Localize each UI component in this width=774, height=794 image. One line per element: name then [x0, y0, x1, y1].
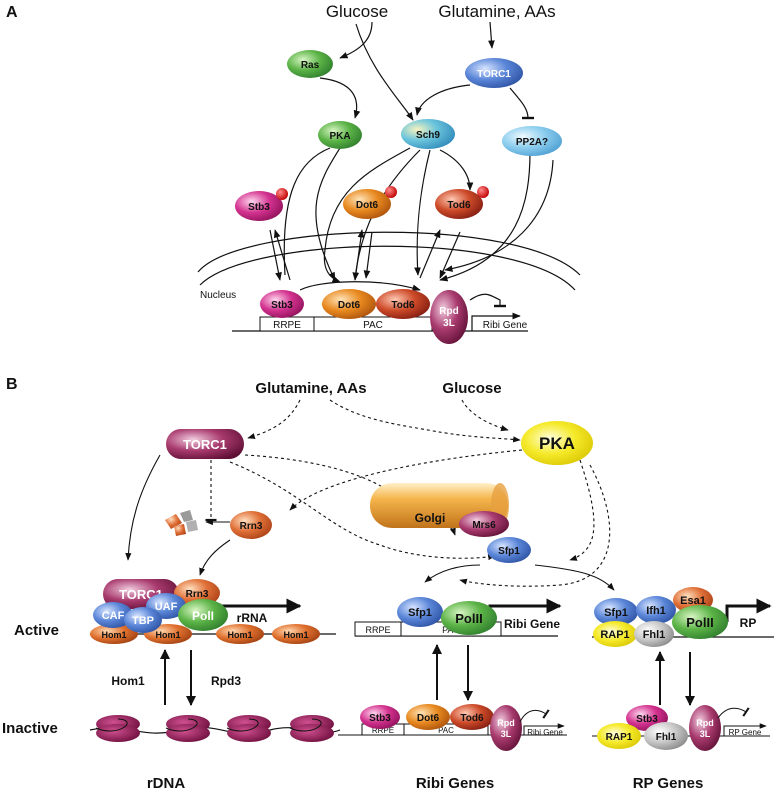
node-stb3-a: Stb3 [235, 188, 288, 221]
rp-title: RP Genes [633, 775, 704, 792]
node-rrn3-b: Rrn3 [230, 511, 272, 539]
state-active: Active [14, 622, 59, 639]
ribi-polii: PolII [455, 611, 482, 626]
node-ras-label: Ras [301, 60, 320, 71]
node-pka-a-label: PKA [329, 131, 350, 142]
node-sch9-label: Sch9 [416, 130, 440, 141]
node-pka-a: PKA [318, 121, 362, 149]
input-glucose-b: Glucose [442, 380, 501, 397]
ribi-inactive: RRPE PAC Stb3 Dot6 Tod6 Rpd 3L Ribi Gene [338, 704, 567, 751]
ribi-title: Ribi Genes [416, 775, 494, 792]
rp-rap1: RAP1 [600, 629, 629, 641]
rdna-caf: CAF [102, 610, 125, 622]
rp-gene: RP [740, 616, 757, 630]
rp-rap1-small: RAP1 [606, 732, 633, 743]
input-glutamine-b: Glutamine, AAs [255, 380, 366, 397]
ribi-pac-small: PAC [438, 726, 454, 735]
rdna-poli: PolI [192, 609, 214, 623]
state-inactive: Inactive [2, 720, 58, 737]
degraded-rrn3-icon [165, 510, 198, 536]
node-torc1-b-label: TORC1 [183, 437, 227, 452]
hom1-3: Hom1 [227, 630, 252, 640]
promoter-rpd-a-2: 3L [443, 318, 455, 329]
node-pp2a: PP2A? [502, 126, 562, 156]
rp-active: Sfp1 Ifh1 Esa1 RAP1 Fhl1 PolII RP [592, 587, 774, 647]
ribi-active: RRPE PAC Sfp1 PolII Ribi Gene [354, 597, 562, 637]
rdna-uaf: UAF [155, 601, 178, 613]
node-rrn3-b-label: Rrn3 [240, 521, 263, 532]
promoter-rpd-a-1: Rpd [439, 306, 458, 317]
nucleus-label: Nucleus [200, 290, 236, 301]
promoter-stb3-a: Stb3 [271, 300, 293, 311]
promoter-tod6-a: Tod6 [391, 300, 415, 311]
rp-polii: PolII [686, 615, 713, 630]
node-torc1-b: TORC1 [166, 429, 244, 459]
ribi-stb3: Stb3 [369, 713, 391, 724]
node-mrs6-label: Mrs6 [472, 520, 496, 531]
pac-label-a: PAC [363, 320, 383, 331]
rdna-hom1-arrow-label: Hom1 [111, 674, 145, 688]
rp-sfp1: Sfp1 [604, 607, 628, 619]
ribi-gene: Ribi Gene [504, 617, 560, 631]
node-pka-b: PKA [521, 421, 593, 465]
node-sch9: Sch9 [401, 119, 455, 149]
node-sfp1-b: Sfp1 [487, 537, 531, 563]
panel-b-label: B [6, 376, 18, 393]
rdna-active: Hom1 Hom1 Hom1 Hom1 TORC1 Rrn3 CAF UAF T… [90, 579, 336, 644]
nuclear-membrane [197, 231, 581, 291]
rdna-inactive-chromatin [89, 715, 341, 742]
panel-a-label: A [6, 4, 18, 21]
node-pka-b-label: PKA [539, 434, 575, 453]
rdna-title: rDNA [147, 775, 186, 792]
phospho-dot6-icon [385, 186, 397, 198]
node-tod6-a-label: Tod6 [447, 200, 471, 211]
rp-stb3: Stb3 [636, 714, 658, 725]
phospho-stb3-icon [276, 188, 288, 200]
input-glucose-a: Glucose [326, 2, 388, 21]
hom1-2: Hom1 [155, 630, 180, 640]
rdna-rrn3: Rrn3 [186, 589, 209, 600]
ribi-gene-small: Ribi Gene [527, 728, 563, 737]
rp-gene-small: RP Gene [729, 728, 762, 737]
ribi-dot6: Dot6 [417, 713, 440, 724]
rp-fhl1: Fhl1 [643, 629, 666, 641]
rp-fhl1-small: Fhl1 [656, 732, 677, 743]
gene-label-a: Ribi Gene [483, 320, 528, 331]
ribi-tod6: Tod6 [460, 713, 484, 724]
rp-rpd-2: 3L [700, 729, 711, 739]
node-mrs6: Mrs6 [459, 511, 509, 537]
rrpe-label-a: RRPE [273, 320, 301, 331]
rp-esa1: Esa1 [680, 595, 706, 607]
input-glutamine-a: Glutamine, AAs [438, 2, 555, 21]
ribi-rrpe-small: RRPE [372, 726, 394, 735]
node-golgi-label: Golgi [415, 511, 446, 525]
rp-ifh1: Ifh1 [646, 605, 666, 617]
panel-a-arrows [269, 21, 554, 308]
rp-rpd-1: Rpd [696, 718, 714, 728]
rp-inactive: Stb3 RAP1 Fhl1 Rpd 3L RP Gene [592, 705, 770, 751]
ribi-rpd-1: Rpd [497, 718, 515, 728]
hom1-1: Hom1 [101, 630, 126, 640]
node-dot6-a: Dot6 [343, 186, 397, 219]
node-stb3-a-label: Stb3 [248, 202, 270, 213]
node-tod6-a: Tod6 [435, 186, 489, 219]
node-ras: Ras [287, 50, 333, 78]
phospho-tod6-icon [477, 186, 489, 198]
node-pp2a-label: PP2A? [516, 137, 548, 148]
panel-a-promoter: RRPE PAC Ribi Gene Stb3 Dot6 Tod6 Rpd 3L [232, 289, 528, 344]
rdna-rrna: rRNA [237, 611, 268, 625]
ribi-rpd-2: 3L [501, 729, 512, 739]
node-dot6-a-label: Dot6 [356, 200, 379, 211]
node-sfp1-b-label: Sfp1 [498, 546, 520, 557]
ribi-rrpe: RRPE [365, 625, 390, 635]
node-torc1-a-label: TORC1 [477, 69, 511, 80]
ribi-sfp1: Sfp1 [408, 607, 432, 619]
rdna-rpd3-arrow-label: Rpd3 [211, 674, 241, 688]
hom1-4: Hom1 [283, 630, 308, 640]
rdna-tbp: TBP [132, 615, 154, 627]
node-torc1-a: TORC1 [465, 58, 523, 88]
promoter-dot6-a: Dot6 [338, 300, 361, 311]
